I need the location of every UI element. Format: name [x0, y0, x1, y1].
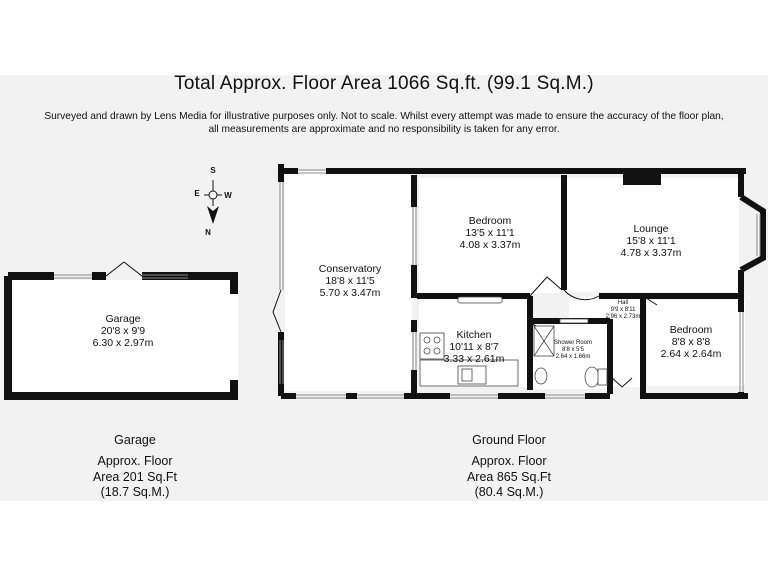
room-imperial: 15'8 x 11'1	[626, 235, 676, 247]
compass-e-label: E	[194, 189, 200, 198]
floor-name: Garage	[114, 433, 156, 447]
room-imperial: 8'8 x 8'8	[671, 336, 711, 348]
kitchen-hob	[419, 332, 445, 360]
room-metric: 3.33 x 2.61m	[443, 353, 505, 365]
page-title: Total Approx. Floor Area 1066 Sq.ft. (99…	[174, 73, 594, 94]
room-imperial: 20'8 x 9'9	[100, 325, 146, 337]
ground-floor-walls	[278, 164, 748, 399]
room-label-lounge: Lounge 15'8 x 11'1 4.78 x 3.37m	[591, 223, 711, 259]
wash-basin	[534, 367, 548, 385]
room-metric: 4.08 x 3.37m	[459, 239, 521, 251]
kitchen-counter-top	[457, 296, 503, 304]
compass-s-label: S	[210, 166, 216, 175]
shower-fixtures	[533, 318, 608, 388]
room-imperial: 8'8 x 5'5	[562, 347, 584, 353]
compass-icon	[204, 180, 222, 224]
towel-rail	[559, 318, 589, 324]
room-label-shower-room: Shower Room 8'8 x 5'5 2.64 x 1.66m	[538, 340, 608, 361]
room-label-conservatory: Conservatory 18'8 x 11'5 5.70 x 3.47m	[290, 263, 410, 299]
garage-windows	[54, 274, 188, 279]
room-metric: 2.64 x 2.64m	[660, 348, 722, 360]
garage-door	[105, 261, 143, 277]
room-imperial: 10'11 x 8'7	[449, 341, 499, 353]
room-metric: 4.78 x 3.37m	[620, 247, 682, 259]
floor-area-line-3: (80.4 Sq.M.)	[474, 485, 544, 499]
room-label-garage: Garage 20'8 x 9'9 6.30 x 2.97m	[63, 313, 183, 349]
room-metric: 2.96 x 2.73m	[605, 314, 641, 320]
room-name: Bedroom	[468, 215, 512, 227]
room-name: Lounge	[633, 223, 669, 235]
room-label-hall: Hall 9'9 x 8'11 2.96 x 2.73m	[593, 300, 653, 321]
room-name: Conservatory	[318, 263, 382, 275]
room-metric: 2.64 x 1.66m	[555, 354, 591, 360]
garage-plan	[4, 261, 238, 400]
room-metric: 6.30 x 2.97m	[92, 337, 154, 349]
lounge-bay-window-wall	[739, 194, 766, 273]
garage-walls	[4, 272, 238, 400]
compass-w-label: W	[224, 191, 232, 200]
room-name: Bedroom	[669, 324, 713, 336]
room-label-bedroom-2: Bedroom 8'8 x 8'8 2.64 x 2.64m	[646, 324, 736, 360]
room-imperial: 9'9 x 8'11	[610, 307, 636, 313]
room-label-kitchen: Kitchen 10'11 x 8'7 3.33 x 2.61m	[419, 329, 529, 365]
room-name: Hall	[617, 300, 629, 306]
floor-area-line-1: Approx. Floor	[471, 454, 547, 468]
room-metric: 5.70 x 3.47m	[319, 287, 381, 299]
floor-area-line-3: (18.7 Sq.M.)	[100, 485, 170, 499]
ground-windows	[279, 169, 744, 399]
room-name: Shower Room	[553, 340, 592, 346]
disclaimer-line-2: all measurements are approximate and no …	[208, 124, 560, 135]
garage-floor	[8, 280, 238, 392]
floor-area-line-1: Approx. Floor	[97, 454, 173, 468]
room-label-bedroom-1: Bedroom 13'5 x 11'1 4.08 x 3.37m	[430, 215, 550, 251]
floor-summary-garage: Garage Approx. Floor Area 201 Sq.Ft (18.…	[75, 433, 195, 501]
floor-area-line-2: Area 201 Sq.Ft	[92, 469, 178, 484]
compass-n-label: N	[205, 228, 211, 237]
room-name: Garage	[105, 313, 141, 325]
floor-summary-ground: Ground Floor Approx. Floor Area 865 Sq.F…	[449, 433, 569, 501]
lounge-chimney-breast	[623, 174, 661, 185]
room-name: Kitchen	[456, 329, 492, 341]
disclaimer-line-1: Surveyed and drawn by Lens Media for ill…	[44, 111, 724, 122]
toilet	[584, 366, 600, 388]
lounge-bay-glazing	[756, 214, 761, 256]
floor-name: Ground Floor	[472, 433, 546, 447]
kitchen-fixtures	[419, 296, 519, 387]
room-imperial: 18'8 x 11'5	[325, 275, 375, 287]
floor-area-line-2: Area 865 Sq.Ft	[466, 469, 552, 484]
room-imperial: 13'5 x 11'1	[465, 227, 515, 239]
